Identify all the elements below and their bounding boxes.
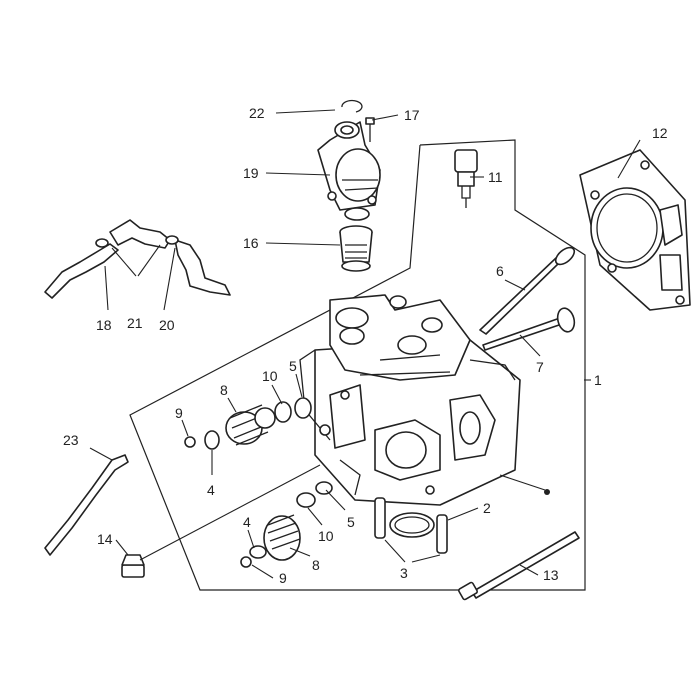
- coolant-hoses: [44, 219, 231, 299]
- callout-4-upper: 4: [207, 482, 215, 498]
- callout-21: 21: [127, 315, 143, 331]
- callout-12: 12: [652, 125, 668, 141]
- callout-10-upper: 10: [262, 368, 278, 384]
- reference-dot: [544, 489, 550, 495]
- valve-spring-lower: [240, 481, 333, 568]
- callout-22: 22: [249, 105, 265, 121]
- valve-intake: [479, 246, 576, 335]
- callout-9-upper: 9: [175, 405, 183, 421]
- valve-exhaust: [482, 307, 576, 351]
- bolt-small: [365, 117, 375, 142]
- oil-pipe: [44, 454, 129, 556]
- callout-14: 14: [97, 531, 113, 547]
- thermostat: [339, 225, 373, 272]
- callout-18: 18: [96, 317, 112, 333]
- callout-20: 20: [159, 317, 175, 333]
- callout-8-upper: 8: [220, 382, 228, 398]
- head-bolt: [458, 531, 580, 601]
- callout-2: 2: [483, 500, 491, 516]
- callout-10-lower: 10: [318, 528, 334, 544]
- callout-11: 11: [488, 169, 503, 185]
- callout-3: 3: [400, 565, 408, 581]
- callout-5-upper: 5: [289, 358, 297, 374]
- callout-9-lower: 9: [279, 570, 287, 586]
- cylinder-head: [299, 294, 521, 506]
- callout-19: 19: [243, 165, 259, 181]
- drain-plug: [121, 554, 145, 578]
- callout-17: 17: [404, 107, 420, 123]
- callout-8-lower: 8: [312, 557, 320, 573]
- callout-16: 16: [243, 235, 259, 251]
- assembly-frame: [129, 139, 586, 591]
- callout-5-lower: 5: [347, 514, 355, 530]
- callout-6: 6: [496, 263, 504, 279]
- circlip: [341, 99, 363, 113]
- thermostat-housing: [317, 121, 381, 221]
- dowel-pins: [374, 497, 448, 554]
- valve-spring-upper: [184, 397, 312, 450]
- callout-1: 1: [594, 372, 602, 388]
- callout-7: 7: [536, 359, 544, 375]
- callout-13: 13: [543, 567, 559, 583]
- callout-23: 23: [63, 432, 79, 448]
- callout-4-lower: 4: [243, 514, 251, 530]
- head-gasket: [579, 149, 691, 311]
- leader-lines: [89, 109, 641, 579]
- temperature-sensor: [454, 149, 478, 208]
